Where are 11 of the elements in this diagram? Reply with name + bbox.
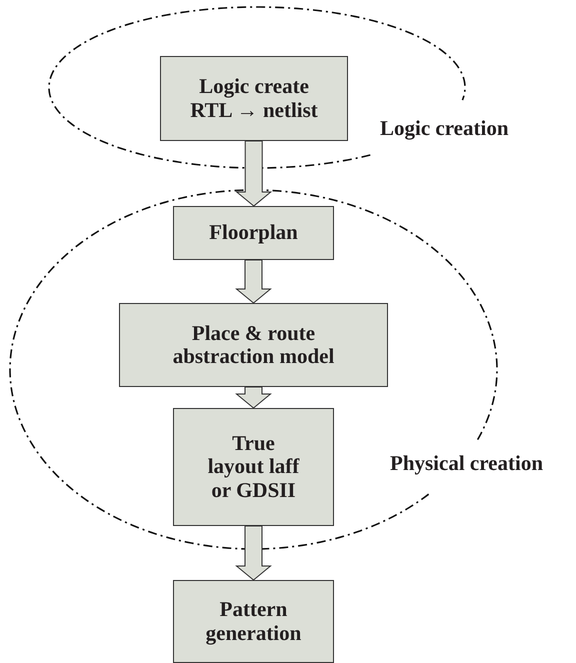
block-arrow	[235, 140, 272, 207]
group-label: Physical creation	[390, 451, 544, 476]
process-box: Pattern generation	[173, 580, 334, 663]
block-arrow	[235, 526, 272, 581]
process-box: Floorplan	[173, 206, 334, 260]
process-box: Logic create RTL → netlist	[160, 56, 348, 141]
block-arrow	[235, 386, 272, 409]
group-label: Logic creation	[380, 116, 509, 141]
process-box: Place & route abstraction model	[119, 303, 388, 387]
block-arrow	[235, 260, 272, 304]
process-box: True layout laff or GDSII	[173, 408, 334, 526]
